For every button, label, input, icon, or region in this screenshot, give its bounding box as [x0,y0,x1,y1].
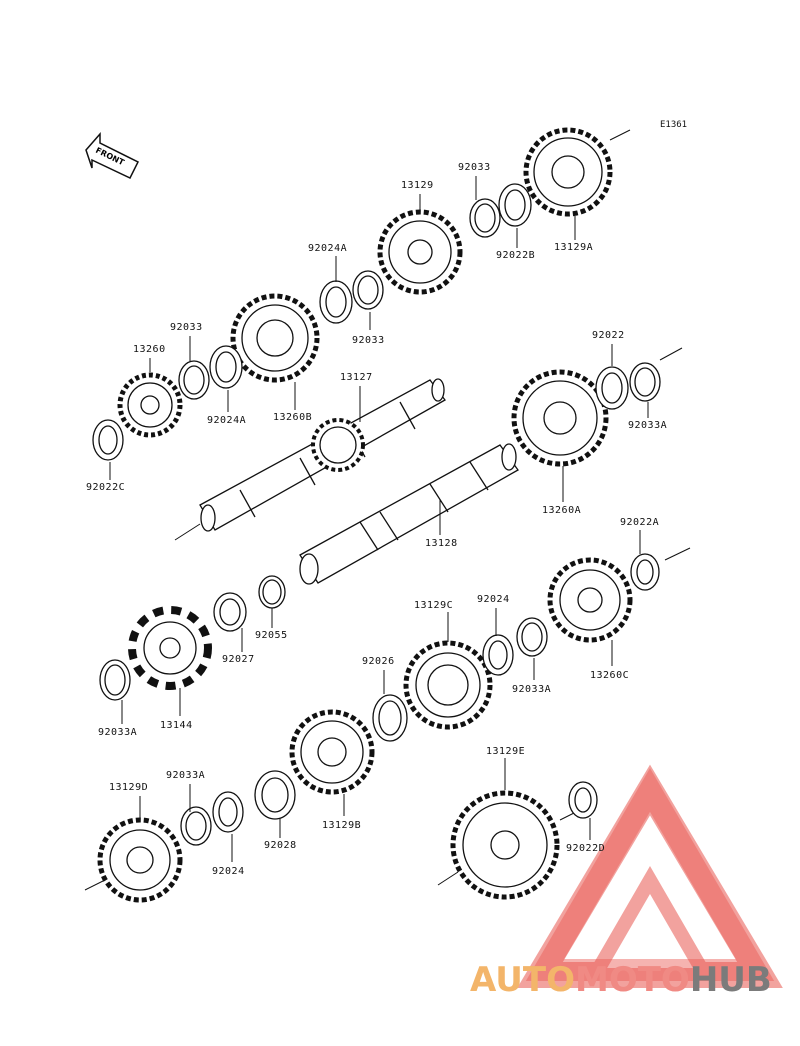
washer-92024-low [212,791,244,833]
label-13129A: 13129A [554,242,594,253]
label-92022: 92022 [592,330,625,341]
label-13260B: 13260B [273,412,313,423]
label-92033A-low: 92033A [166,770,206,781]
gear-13129C [403,640,493,730]
label-92033-left: 92033 [170,322,203,333]
circlip-92033A-mid [516,617,548,657]
circlip-92033A-low [180,806,212,846]
shaft-13128 [299,443,519,585]
gear-13127-integral [311,418,365,472]
gear-13129D [97,817,183,903]
collar-92028 [254,770,296,820]
label-92024A-top: 92024A [308,243,348,254]
label-92024-mid: 92024 [477,594,510,605]
gear-13129 [377,209,463,295]
washer-92022 [595,366,629,410]
label-13129: 13129 [401,180,434,191]
label-13128: 13128 [425,538,458,549]
label-92028: 92028 [264,840,297,851]
washer-92022C [92,419,124,461]
gear-13129E [450,790,560,900]
watermark-hub: HUB [689,960,772,1000]
label-13129C: 13129C [414,600,454,611]
watermark-auto: AUTO [470,960,575,1000]
label-13129B: 13129B [322,820,362,831]
sprocket-13144 [128,606,212,690]
washer-92024A [209,345,243,389]
label-13127: 13127 [340,372,373,383]
washer-92026 [372,694,408,742]
gear-13260C [547,557,633,643]
front-arrow-icon [85,132,140,179]
label-92022A: 92022A [620,517,660,528]
washer-92022B [498,183,532,227]
label-13260: 13260 [133,344,166,355]
circlip-92033A-left [99,659,131,701]
label-92055: 92055 [255,630,288,641]
diagram-code: E1361 [660,120,688,130]
label-92033A-left: 92033A [98,727,138,738]
label-13129D: 13129D [109,782,149,793]
circlip-92033-top [469,198,501,238]
label-92022B: 92022B [496,250,536,261]
washer-92022D [568,781,598,819]
circlip-92055 [258,575,286,609]
label-92024A: 92024A [207,415,247,426]
collar-92027 [213,592,247,632]
gear-13260A [511,369,609,467]
label-92033-mid: 92033 [352,335,385,346]
washer-92024A-top [319,280,353,324]
axis-lines [84,129,691,891]
circlip-92033A-right [629,362,661,402]
label-92027: 92027 [222,654,255,665]
washer-92024-mid [482,634,514,676]
label-92026: 92026 [362,656,395,667]
gear-13260B [230,293,320,383]
label-92033-top: 92033 [458,162,491,173]
label-92022D: 92022D [566,843,606,854]
watermark-triangle-overlay [525,768,775,981]
label-13129E: 13129E [486,746,526,757]
gear-13260 [117,372,183,438]
label-13260A: 13260A [542,505,582,516]
leader-lines [109,176,649,862]
label-92022C: 92022C [86,482,126,493]
label-13260C: 13260C [590,670,630,681]
watermark-logo [517,764,783,988]
gear-13129A [523,127,613,217]
circlip-92033-mid [352,270,384,310]
label-92033A-right: 92033A [628,420,668,431]
label-13144: 13144 [160,720,193,731]
circlip-92033-left [178,360,210,400]
washer-92022A [630,553,660,591]
watermark-text: AUTOMOTOHUB [470,960,772,1000]
gear-13129B [289,709,375,795]
watermark-moto: MOTO [574,960,690,1000]
label-92033A-mid: 92033A [512,684,552,695]
label-92024-low: 92024 [212,866,245,877]
